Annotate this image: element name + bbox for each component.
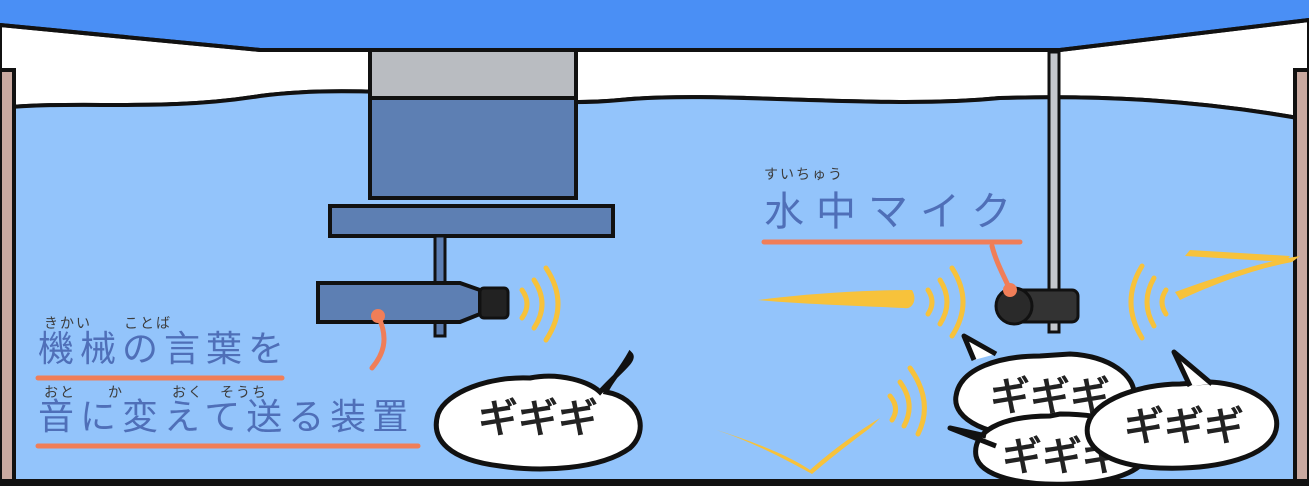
underwater-speaker [316, 48, 615, 338]
left-label-line1-ruby: きかい ことば [44, 316, 172, 332]
speech-bubble-right-back-text: ギギギ [990, 374, 1110, 420]
right-label-text: 水中マイク [764, 189, 1024, 235]
hydrophone [994, 50, 1080, 334]
speech-bubble-right-front: ギギギ [1084, 349, 1280, 471]
speech-bubble-left: ギギギ [433, 349, 643, 472]
speech-bubble-left-text: ギギギ [478, 396, 598, 442]
sound-waves-speaker [519, 265, 561, 343]
sound-streak-right [1175, 256, 1300, 300]
sound-waves-hydrophone [887, 263, 1169, 437]
tank-wall-left [0, 68, 16, 486]
sound-streak-right-top [1185, 250, 1290, 262]
right-label-ruby: すいちゅう [764, 167, 844, 183]
sound-streak-left [758, 290, 915, 309]
hydrophone-leader-dot [1003, 283, 1017, 297]
speaker-leader-dot [371, 309, 385, 323]
left-label-line1: 機械の言葉を [38, 329, 291, 370]
ceiling-edge [0, 18, 1309, 52]
left-label-line2: 音に変えて送る装置 [38, 397, 415, 438]
sound-streak-bottom [710, 418, 880, 474]
speech-bubble-right-front-text: ギギギ [1124, 404, 1244, 450]
left-label-line2-ruby: おと か おく そうち [44, 385, 268, 401]
tank-wall-right [1293, 68, 1309, 486]
